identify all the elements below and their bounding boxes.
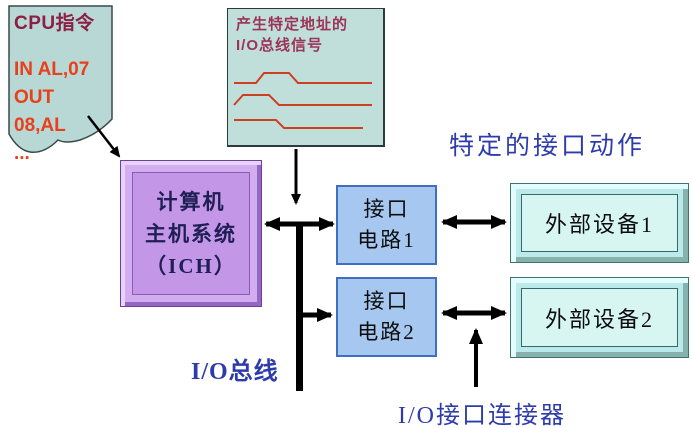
interface1-label-line1: 接口 [363,197,410,221]
io-bus-label: I/O总线 [191,359,279,385]
waveform-signal-2 [233,94,372,106]
cpu-note-instructions: IN AL,07 OUT 08,AL ... [14,56,110,168]
waveform-diagram [233,72,372,129]
signal-title-line2: I/O总线信号 [236,37,324,54]
interface1-label-line2: 电路1 [357,228,416,252]
interface-action-label: 特定的接口动作 [449,133,646,160]
interface-circuit-1-box: 接口 电路1 [336,185,437,265]
interface-circuit-2-label: 接口 电路2 [357,286,416,348]
external-device-1-label: 外部设备1 [544,212,654,237]
arrow-note-to-host-icon [87,115,121,158]
host-label-line3: （ICH） [145,253,237,278]
signal-box-title: 产生特定地址的 I/O总线信号 [228,9,383,56]
external-device-2-box: 外部设备2 [510,277,689,358]
signal-title-line1: 产生特定地址的 [236,16,349,33]
external-device-2-label: 外部设备2 [544,306,654,332]
external-device-1-face: 外部设备1 [521,194,678,252]
cpu-note-title: CPU指令 [14,13,95,34]
interface2-label-line2: 电路2 [357,320,416,344]
waveform-signal-1 [234,72,372,84]
host-system-box: 计算机 主机系统 （ICH） [120,160,262,307]
interface2-label-line1: 接口 [363,289,410,313]
io-connector-label: I/O接口连接器 [398,403,566,428]
signal-box: 产生特定地址的 I/O总线信号 [227,8,385,147]
interface-circuit-2-box: 接口 电路2 [336,277,437,357]
host-system-label: 计算机 主机系统 （ICH） [145,186,237,282]
waveform-signal-3 [234,119,363,129]
instruction-line: IN AL,07 [14,59,90,80]
instruction-line: ... [14,143,30,164]
host-label-line2: 主机系统 [145,221,237,246]
host-label-line1: 计算机 [156,189,226,214]
cpu-instruction-note: CPU指令 IN AL,07 OUT 08,AL ... [14,8,110,168]
interface-circuit-1-label: 接口 电路1 [357,194,416,256]
external-device-1-box: 外部设备1 [510,183,689,263]
external-device-2-face: 外部设备2 [521,288,678,347]
instruction-line: OUT 08,AL [14,87,66,136]
cpu-note-shape [8,5,113,153]
host-system-box-face: 计算机 主机系统 （ICH） [132,172,250,295]
